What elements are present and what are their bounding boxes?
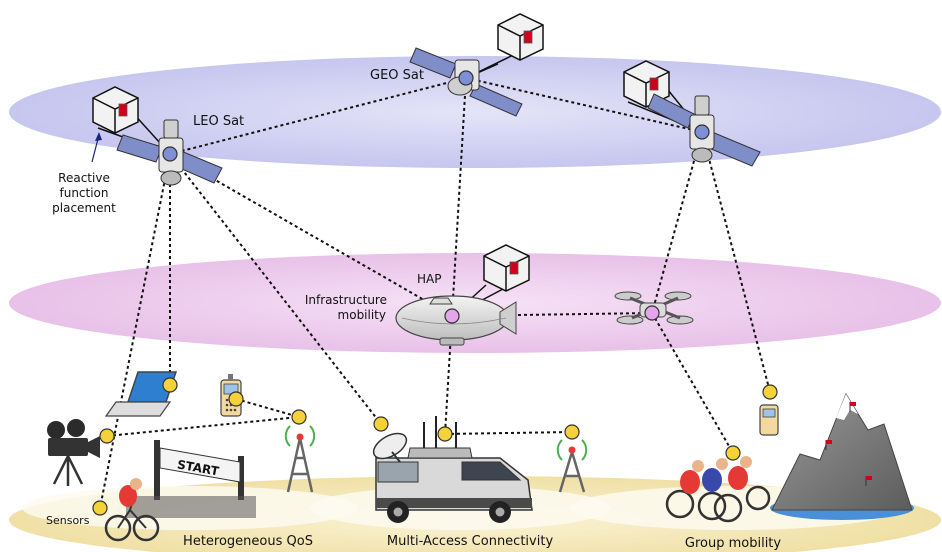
cell-tower-icon: [284, 425, 316, 493]
drone-node[interactable]: [644, 305, 660, 321]
phone-icon: [759, 404, 779, 436]
group-mobility-label: Group mobility: [685, 536, 782, 551]
sensor-node[interactable]: [92, 500, 108, 516]
laptop-icon: [104, 371, 178, 417]
reactive-label-line2: function: [59, 186, 108, 200]
dish-node[interactable]: [373, 416, 389, 432]
air-nodes: [444, 305, 660, 324]
satellite-icon: [647, 93, 761, 167]
tower-node[interactable]: [291, 409, 307, 425]
leo-sat-node[interactable]: [694, 124, 710, 140]
geo-sat-label: GEO Sat: [370, 68, 424, 83]
leo-sat-node[interactable]: [162, 146, 178, 162]
reactive-arrow: [91, 132, 102, 163]
space-nodes: [162, 70, 710, 162]
laptop-node[interactable]: [162, 377, 178, 393]
cyclist-group-node[interactable]: [725, 445, 741, 461]
heterogeneous-qos-label: Heterogeneous QoS: [183, 534, 313, 549]
sensors-label: Sensors: [46, 514, 90, 527]
hap-node[interactable]: [444, 308, 460, 324]
start-banner: START: [126, 440, 256, 518]
ground-nodes: [92, 377, 778, 516]
leo-sat-label: LEO Sat: [193, 114, 244, 129]
mountain-icon: [770, 392, 914, 520]
multi-access-label: Multi-Access Connectivity: [387, 534, 554, 549]
reactive-label-line1: Reactive: [58, 171, 110, 185]
satellite-dish-icon: [372, 432, 408, 463]
infrastructure-label-line1: Infrastructure: [305, 293, 387, 307]
geo-sat-node[interactable]: [458, 70, 474, 86]
hap-label: HAP: [417, 272, 441, 286]
cell-tower-icon: [556, 439, 588, 493]
van-node[interactable]: [437, 426, 453, 442]
cyclist-icon: [104, 478, 160, 542]
cyclist-group-icon: [665, 456, 771, 523]
infrastructure-label-line2: mobility: [338, 308, 386, 322]
van-icon: [375, 416, 533, 523]
phone-node[interactable]: [228, 391, 244, 407]
video-camera-icon: [47, 419, 100, 486]
camera-node[interactable]: [99, 428, 115, 444]
reactive-label-line3: placement: [52, 201, 116, 215]
mountain-phone-node[interactable]: [762, 384, 778, 400]
tower-node[interactable]: [564, 424, 580, 440]
